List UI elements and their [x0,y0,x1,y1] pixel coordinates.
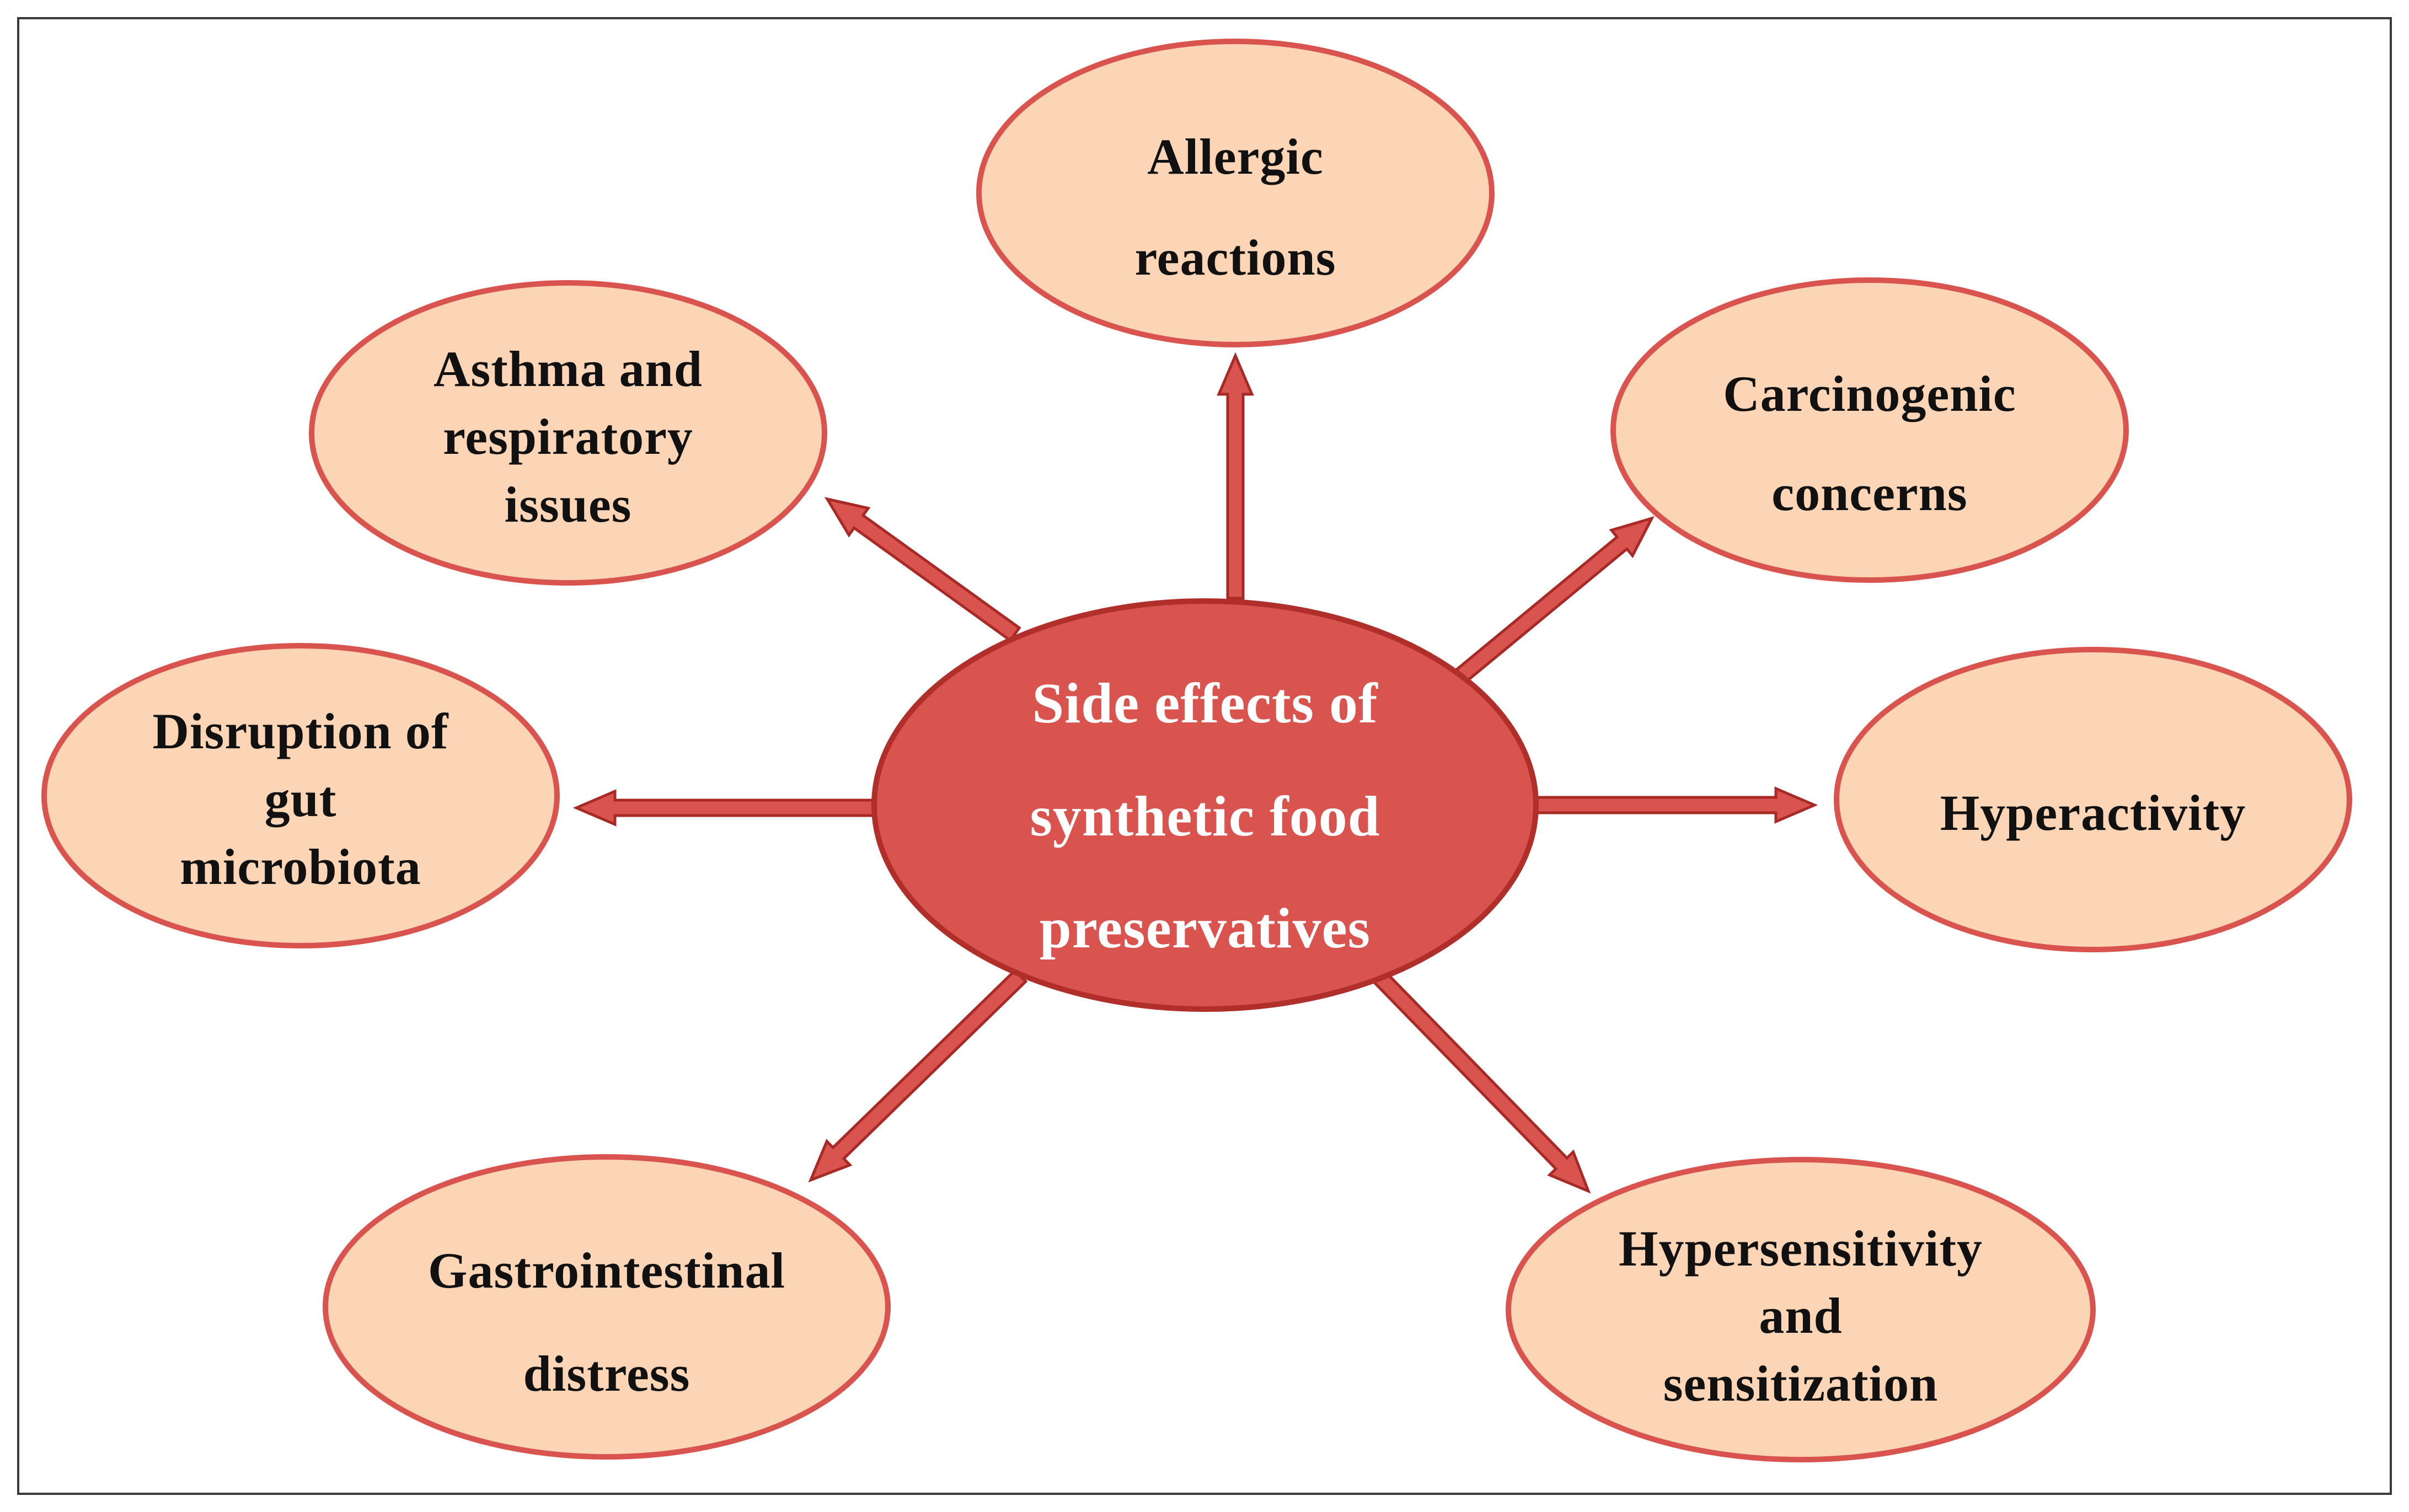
arrow-to-asthma [824,497,1021,642]
effect-label-hypersensitivity-1: Hypersensitivity [1619,1220,1983,1277]
effect-node-hyperactivity: Hyperactivity [1834,647,2352,952]
effect-label-hypersensitivity-2: and [1759,1288,1842,1344]
effect-node-carcinogenic: Carcinogenic concerns [1610,277,2129,583]
effect-node-allergic: Allergic reactions [976,39,1495,347]
effect-label-gut-microbiota-3: microbiota [180,839,421,895]
effect-label-gastrointestinal-2: distress [523,1345,690,1402]
arrow-to-hypersensitivity [1371,968,1591,1194]
effect-ellipse-gastrointestinal [323,1154,891,1460]
effect-node-hypersensitivity: Hypersensitivity and sensitization [1506,1157,2096,1462]
center-label-line-3: preservatives [1040,897,1371,960]
effect-label-allergic-1: Allergic [1147,128,1324,185]
effect-label-carcinogenic-2: concerns [1771,465,1967,521]
diagram-frame [17,17,2392,1495]
effect-ellipse-carcinogenic [1610,277,2129,583]
effect-node-gastrointestinal: Gastrointestinal distress [323,1154,891,1460]
effect-ellipse-hyperactivity [1834,647,2352,952]
arrows-group [572,352,1818,1194]
effect-label-gut-microbiota-2: gut [265,771,337,827]
effect-ellipse-allergic [976,39,1495,347]
center-label-line-1: Side effects of [1032,672,1378,735]
effect-label-hypersensitivity-3: sensitization [1663,1355,1939,1412]
effect-label-gut-microbiota-1: Disruption of [153,703,449,759]
center-label-line-2: synthetic food [1030,785,1380,848]
effect-label-hyperactivity-1: Hyperactivity [1940,785,2246,841]
effect-label-allergic-2: reactions [1134,229,1336,286]
arrow-to-gut-microbiota [572,789,876,827]
effect-ellipse-asthma [309,280,827,586]
center-node: Side effects of synthetic food preservat… [871,598,1539,1012]
center-ellipse [871,598,1539,1012]
arrow-to-allergic [1217,352,1254,600]
effect-ellipse-gut-microbiota [41,643,560,948]
effect-label-asthma-1: Asthma and [433,341,703,397]
arrow-to-gastrointestinal [808,968,1028,1183]
effect-label-carcinogenic-1: Carcinogenic [1723,366,2016,422]
arrow-to-carcinogenic [1454,516,1655,684]
effect-label-asthma-3: issues [505,476,632,533]
arrow-to-hyperactivity [1534,786,1818,824]
effect-node-asthma: Asthma and respiratory issues [309,280,827,586]
effect-ellipse-hypersensitivity [1506,1157,2096,1462]
effect-label-asthma-2: respiratory [443,409,693,465]
effect-node-gut-microbiota: Disruption of gut microbiota [41,643,560,948]
effect-label-gastrointestinal-1: Gastrointestinal [428,1242,785,1299]
